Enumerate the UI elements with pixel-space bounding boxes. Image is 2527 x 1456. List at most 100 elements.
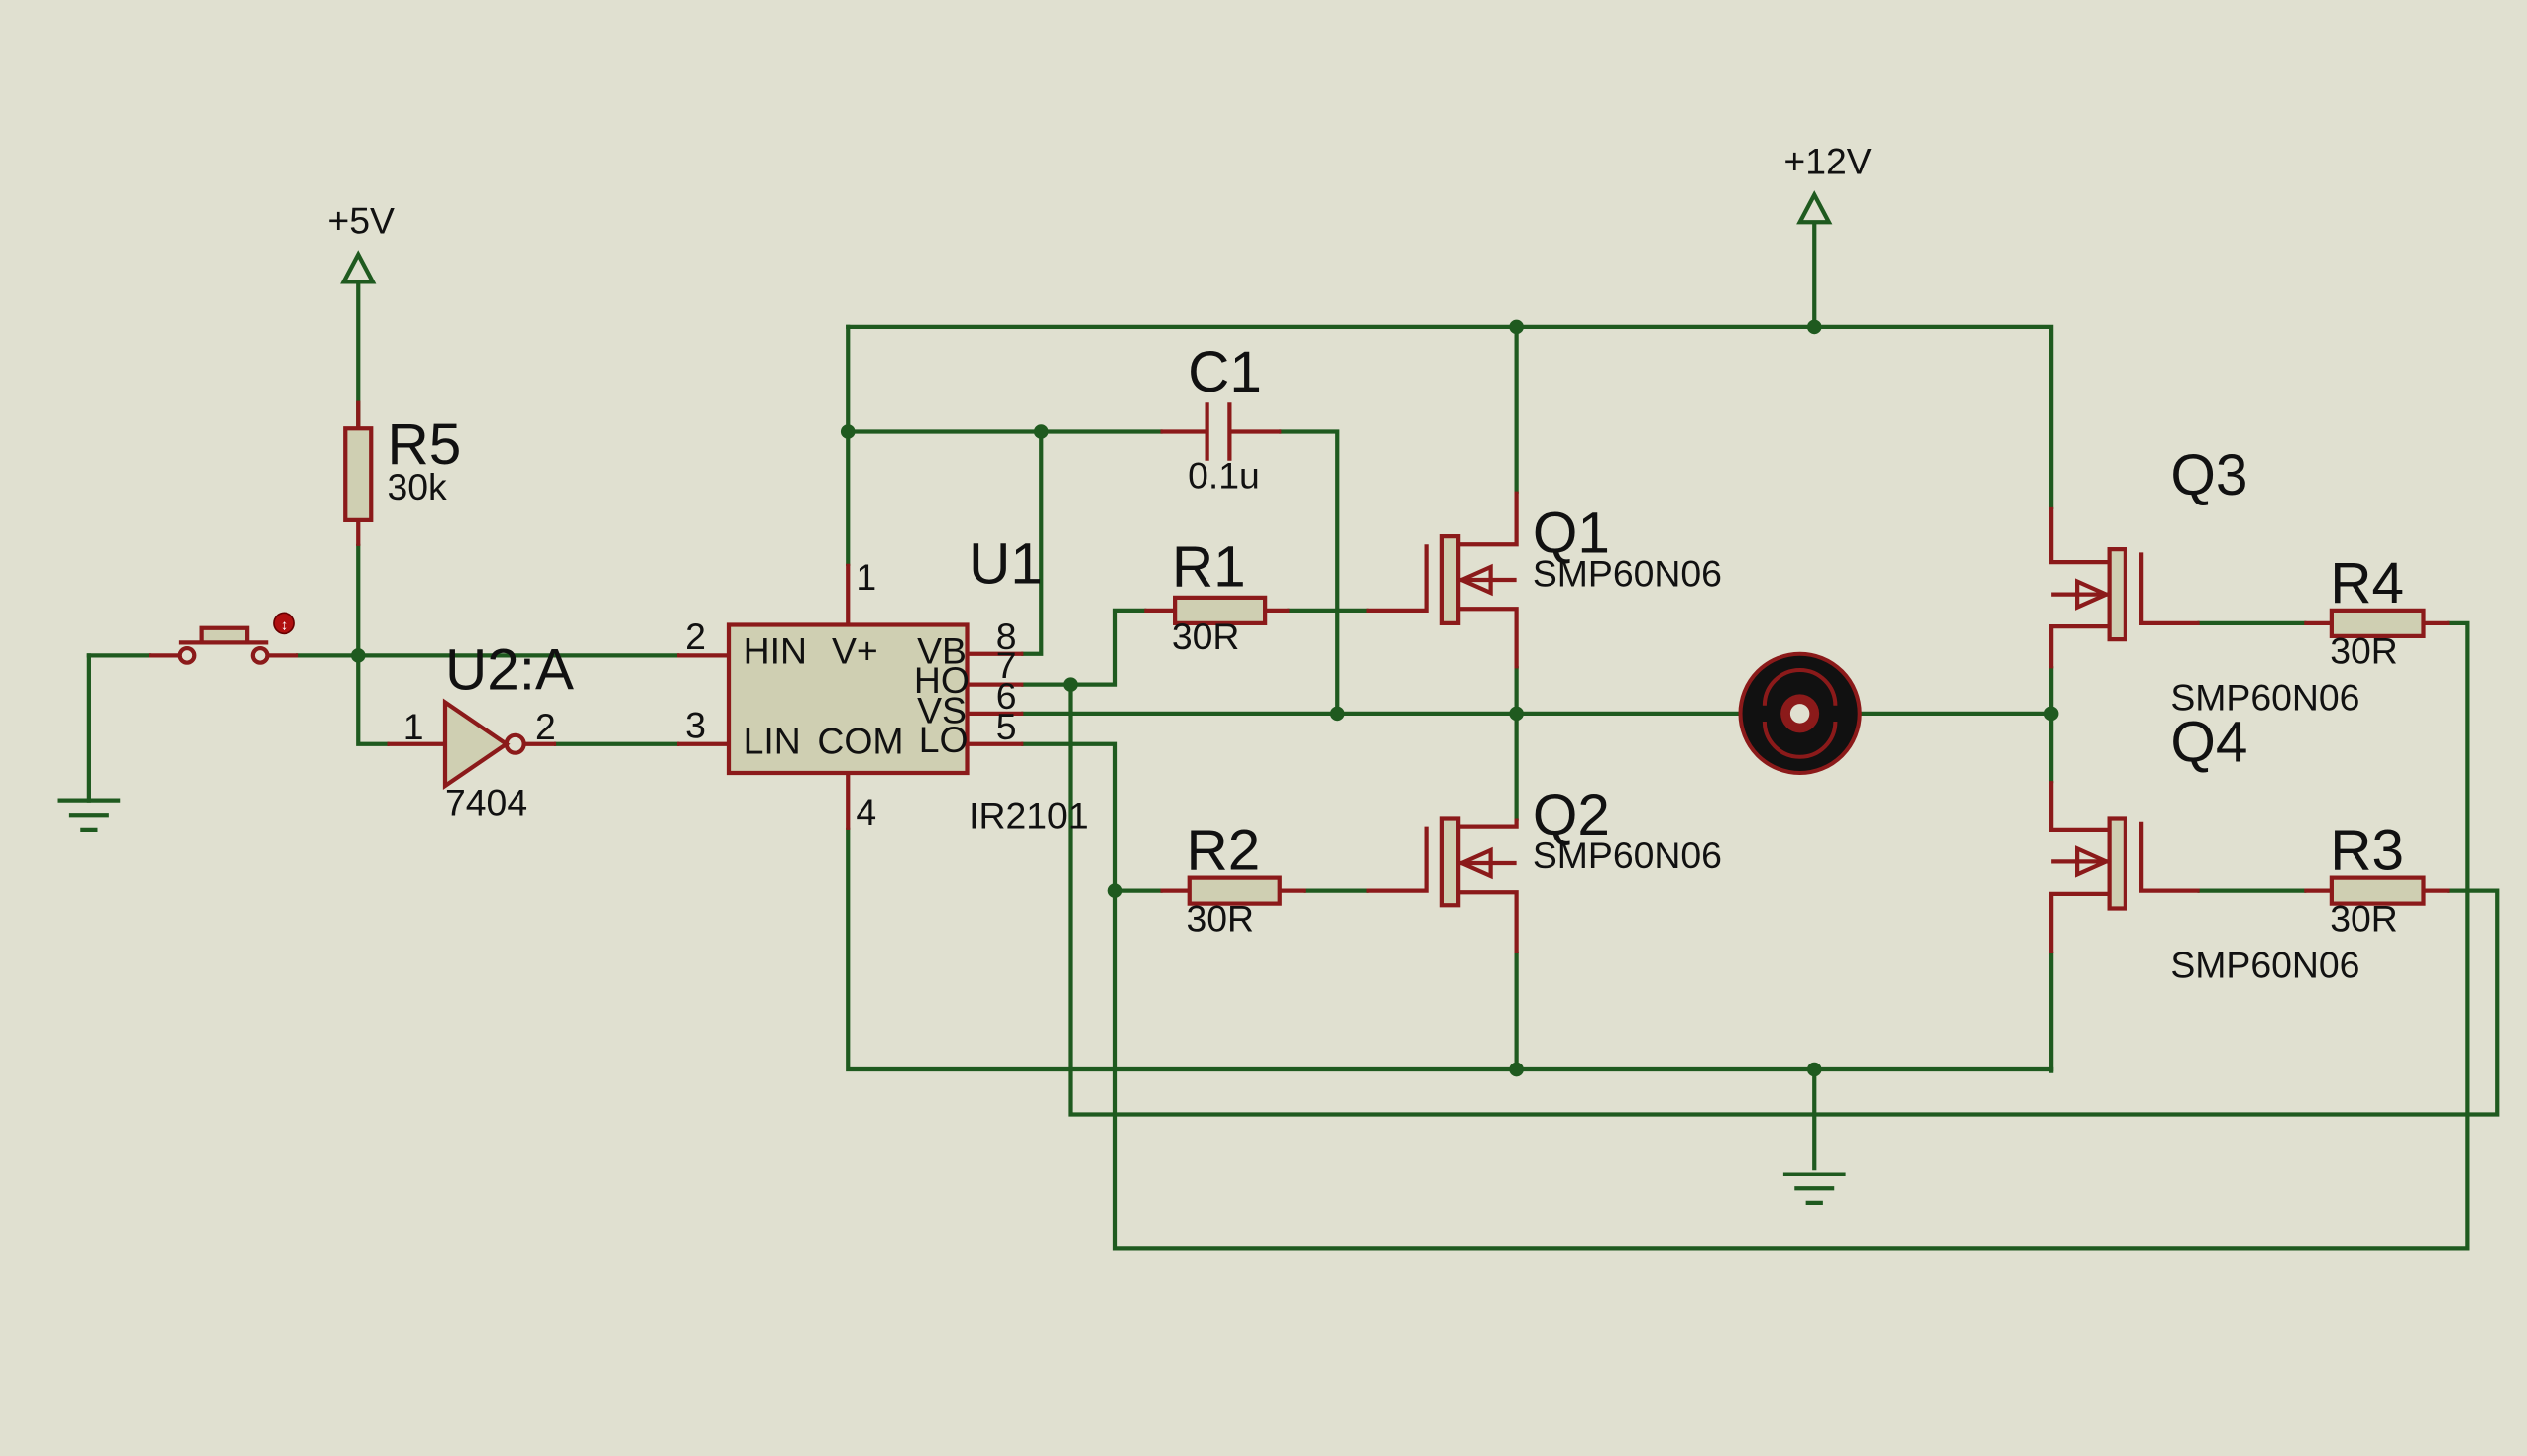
- inverter-triangle: [442, 698, 511, 791]
- resistor-body: [1187, 875, 1282, 906]
- motor-winding-icon: [1762, 721, 1838, 759]
- ic-pin-number-6: 6: [996, 675, 1017, 717]
- junction: [1509, 1062, 1524, 1077]
- ic-body: [726, 622, 970, 776]
- u2-pin-out: 2: [535, 706, 556, 747]
- u1-ref: U1: [969, 531, 1043, 596]
- mosfet-arrow-icon: [1456, 846, 1493, 880]
- junction: [1063, 677, 1078, 692]
- switch-state-glyph: ↕: [281, 617, 287, 633]
- r1-ref: R1: [1172, 535, 1246, 600]
- capacitor-c1[interactable]: C1 0.1u: [1160, 340, 1282, 497]
- inverter-u2a[interactable]: U2:A 7404 1 2: [387, 638, 575, 824]
- u2-pin-in: 1: [403, 706, 424, 747]
- ic-u1[interactable]: HIN V+ LIN COM VB HO VS LO 1 2 3 4 5 6 7…: [676, 531, 1089, 836]
- junction: [350, 648, 366, 663]
- resistor-body: [2329, 875, 2426, 906]
- ic-pin-vb: VB: [917, 630, 967, 672]
- junction: [1329, 706, 1345, 722]
- u1-value: IR2101: [969, 794, 1088, 836]
- wire-vb: [1021, 429, 1044, 656]
- junction: [1509, 706, 1524, 722]
- wires: [86, 223, 2500, 1251]
- mosfet-channel: [2107, 547, 2127, 642]
- u2-value: 7404: [445, 781, 527, 823]
- wire-ho-r3: [1068, 682, 2500, 1117]
- mosfet-terminals: [1458, 818, 1519, 953]
- mosfet-gate: [2139, 821, 2200, 893]
- ic-pin-number-8: 8: [996, 616, 1017, 657]
- switch-contact: [177, 645, 197, 665]
- q1-ref: Q1: [1533, 501, 1610, 565]
- ic-pin-hin: HIN: [744, 630, 807, 672]
- power-label-5v: +5V: [327, 200, 395, 242]
- c1-value: 0.1u: [1188, 454, 1260, 496]
- resistor-r1[interactable]: R1 30R: [1144, 535, 1290, 657]
- inverter-bubble: [504, 732, 526, 755]
- ic-pin-number-4: 4: [856, 791, 876, 833]
- switch-button-cap: [199, 625, 250, 645]
- mosfet-q3[interactable]: Q3 SMP60N06: [2049, 443, 2359, 719]
- junction: [1509, 319, 1524, 335]
- ground-left: [57, 798, 121, 832]
- junction: [1033, 424, 1049, 439]
- q3-ref: Q3: [2170, 443, 2247, 507]
- r1-value: 30R: [1172, 616, 1240, 657]
- switch-state-indicator-icon[interactable]: [273, 612, 295, 635]
- r3-ref: R3: [2330, 819, 2404, 883]
- ic-right-pins: [967, 651, 1024, 746]
- mosfet-q2[interactable]: Q2 SMP60N06: [1366, 783, 1722, 953]
- q4-ref: Q4: [2170, 711, 2247, 775]
- r3-value: 30R: [2330, 897, 2398, 939]
- r4-value: 30R: [2330, 630, 2398, 672]
- dc-motor[interactable]: [1738, 651, 1862, 776]
- q4-value: SMP60N06: [2170, 944, 2359, 985]
- r2-ref: R2: [1187, 819, 1261, 883]
- u2-ref: U2:A: [445, 638, 574, 703]
- motor-winding-icon: [1762, 668, 1838, 706]
- capacitor-plates: [1205, 402, 1232, 461]
- mosfet-arrow-icon: [1456, 563, 1493, 597]
- resistor-r4[interactable]: R4 30R: [2304, 551, 2450, 672]
- r5-value: 30k: [388, 466, 448, 507]
- wire-top-rail: [846, 324, 2054, 509]
- ic-pin-number-2: 2: [685, 616, 706, 657]
- power-12v: +12V: [1783, 141, 1872, 225]
- mosfet-q1[interactable]: Q1 SMP60N06: [1366, 491, 1722, 669]
- mosfet-arrow-icon: [2075, 578, 2112, 611]
- mosfet-q4[interactable]: Q4 SMP60N06: [2049, 711, 2359, 986]
- resistor-r3[interactable]: R3 30R: [2304, 819, 2450, 940]
- mosfet-terminals: [2049, 781, 2110, 953]
- push-button-switch[interactable]: ↕: [148, 612, 299, 665]
- resistor-body: [2329, 608, 2426, 638]
- mosfet-gate: [2139, 552, 2200, 625]
- ic-pin-number-5: 5: [996, 706, 1017, 747]
- mosfet-terminals: [1458, 491, 1519, 669]
- resistor-r5[interactable]: R5 30k: [343, 400, 461, 546]
- q2-value: SMP60N06: [1533, 835, 1722, 876]
- power-arrow-icon: [1796, 190, 1833, 225]
- ic-pin-number-1: 1: [856, 556, 876, 598]
- ic-pin-lin: LIN: [744, 721, 801, 762]
- ground-icon: [1782, 1172, 1846, 1205]
- motor-shaft-icon: [1789, 704, 1810, 724]
- ground-icon: [57, 798, 121, 832]
- mosfet-channel: [1439, 534, 1461, 625]
- q2-ref: Q2: [1533, 783, 1610, 847]
- c1-ref: C1: [1188, 340, 1262, 404]
- mosfet-terminals: [2049, 506, 2110, 669]
- ic-pin-number-3: 3: [685, 704, 706, 745]
- switch-contact: [250, 645, 270, 665]
- ic-pin-com: COM: [817, 721, 903, 762]
- resistor-r2[interactable]: R2 30R: [1160, 819, 1306, 940]
- junction: [2043, 706, 2059, 722]
- wire-bottom-rail: [846, 827, 2054, 1072]
- junction: [840, 424, 856, 439]
- ic-pin-ho: HO: [914, 659, 970, 701]
- wire-r5-inverter: [356, 543, 390, 746]
- junctions: [350, 319, 2059, 1077]
- power-5v: +5V: [327, 200, 395, 284]
- ic-pin-lo: LO: [919, 719, 969, 760]
- wire-c1-right: [1279, 429, 1340, 716]
